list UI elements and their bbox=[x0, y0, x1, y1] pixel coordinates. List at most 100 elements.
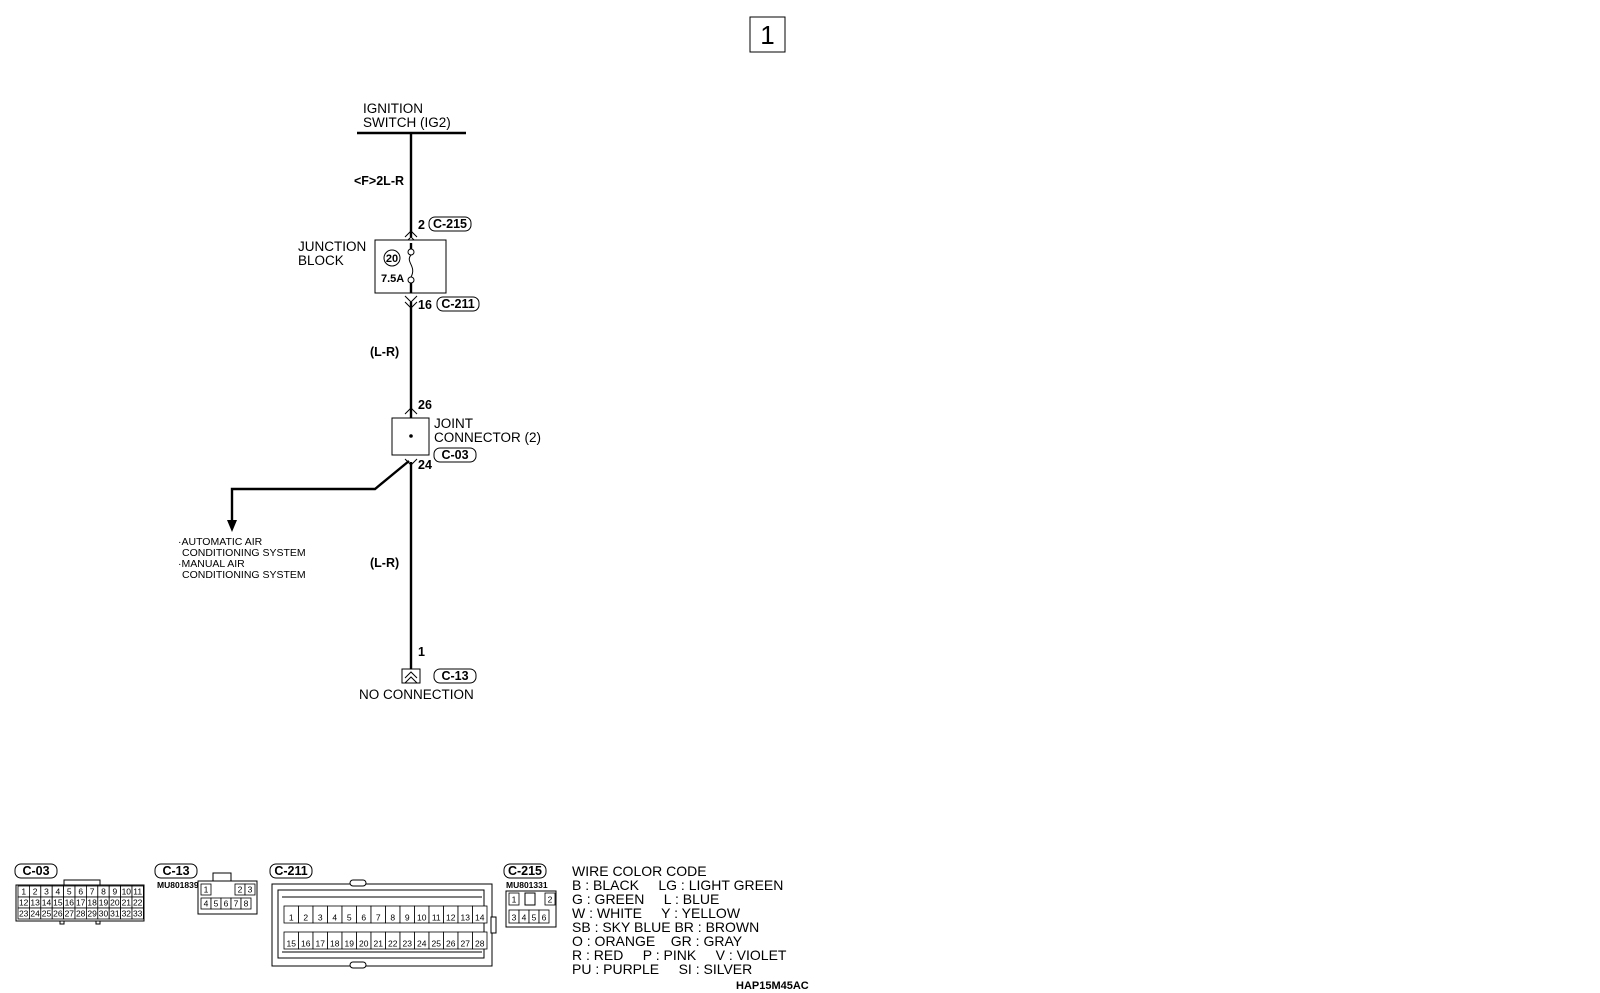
conn-badge-c215 bbox=[428, 216, 472, 232]
pin-number: 13 bbox=[461, 913, 471, 923]
pin-number: 2 bbox=[548, 895, 553, 905]
pin-number: 11 bbox=[133, 887, 142, 897]
legend-line-4: SB : SKY BLUE BR : BROWN bbox=[572, 919, 759, 935]
branch-target-2: CONDITIONING SYSTEM bbox=[182, 547, 306, 559]
pin-number: 1 bbox=[289, 913, 294, 923]
jb-pin-in: 2 bbox=[418, 218, 425, 232]
ignition-label-line2: SWITCH (IG2) bbox=[363, 115, 451, 130]
c13-part: MU801839 bbox=[157, 880, 199, 890]
jc-label-line1: JOINT bbox=[434, 416, 473, 431]
pin-number: 2 bbox=[303, 913, 308, 923]
pin-number: 4 bbox=[332, 913, 337, 923]
pin-number: 26 bbox=[53, 909, 63, 919]
end-label: NO CONNECTION bbox=[359, 687, 474, 702]
pin-number: 17 bbox=[316, 939, 326, 949]
pin-number: 4 bbox=[56, 887, 61, 897]
pin-number: 5 bbox=[532, 913, 537, 923]
pin-number: 10 bbox=[417, 913, 427, 923]
pin-number: 21 bbox=[122, 898, 132, 908]
pin-number: 8 bbox=[244, 899, 249, 909]
pin-number: 18 bbox=[330, 939, 340, 949]
pin-number: 1 bbox=[512, 895, 517, 905]
pin-number: 9 bbox=[405, 913, 410, 923]
legend-title: WIRE COLOR CODE bbox=[572, 863, 707, 879]
jb-label-line2: BLOCK bbox=[298, 253, 344, 268]
wire-top-label: <F>2L-R bbox=[354, 174, 404, 188]
pin-number: 8 bbox=[390, 913, 395, 923]
pin-number: 12 bbox=[446, 913, 456, 923]
pin-number: 9 bbox=[113, 887, 118, 897]
branch-target-1: ·AUTOMATIC AIR bbox=[178, 536, 263, 548]
end-conn: C-13 bbox=[441, 669, 468, 683]
pin-number: 13 bbox=[30, 898, 40, 908]
pin-cell bbox=[544, 892, 556, 906]
page-number: 1 bbox=[760, 20, 774, 50]
pin-number: 16 bbox=[65, 898, 75, 908]
pin-number: 2 bbox=[33, 887, 38, 897]
page-number-box: 1 bbox=[749, 16, 786, 53]
fuse-number: 20 bbox=[386, 253, 398, 265]
pin-number: 5 bbox=[67, 887, 72, 897]
wire-low-label: (L-R) bbox=[370, 556, 399, 570]
pin-number: 5 bbox=[214, 899, 219, 909]
branch-target-3: ·MANUAL AIR bbox=[178, 558, 245, 570]
jb-conn-in: C-215 bbox=[433, 217, 467, 231]
c215-label: C-215 bbox=[508, 864, 542, 878]
pin-cell bbox=[240, 897, 252, 910]
pin-number: 6 bbox=[542, 913, 547, 923]
pin-number: 6 bbox=[224, 899, 229, 909]
pin-number: 5 bbox=[347, 913, 352, 923]
jc-pin-in: 26 bbox=[418, 398, 432, 412]
pin-number: 20 bbox=[359, 939, 369, 949]
junction-block: JUNCTION BLOCK 20 7.5A bbox=[298, 239, 447, 294]
wire-branch bbox=[230, 460, 410, 524]
ignition-label-line1: IGNITION bbox=[363, 101, 423, 116]
fuse-number-circle bbox=[383, 249, 401, 267]
pin-number: 27 bbox=[461, 939, 471, 949]
pin-number: 4 bbox=[522, 913, 527, 923]
pin-number: 7 bbox=[90, 887, 95, 897]
fuse-rating: 7.5A bbox=[381, 273, 404, 285]
ignition-switch: IGNITION SWITCH (IG2) bbox=[357, 101, 466, 135]
pin-cell bbox=[472, 931, 488, 950]
pin-number: 18 bbox=[87, 898, 97, 908]
c215-part: MU801331 bbox=[506, 880, 548, 890]
pin-number: 23 bbox=[19, 909, 29, 919]
pin-number: 15 bbox=[53, 898, 63, 908]
pin-number: 19 bbox=[345, 939, 355, 949]
terminal-end bbox=[401, 668, 421, 684]
pin-number: 26 bbox=[446, 939, 456, 949]
end-pin: 1 bbox=[418, 645, 425, 659]
pin-number: 29 bbox=[87, 909, 97, 919]
pin-number: 31 bbox=[110, 909, 120, 919]
pin-number: 15 bbox=[287, 939, 297, 949]
connector-arrow-icon bbox=[404, 671, 418, 684]
pin-number: 10 bbox=[122, 887, 132, 897]
jc-label-line2: CONNECTOR (2) bbox=[434, 430, 541, 445]
pin-number: 14 bbox=[42, 898, 52, 908]
pin-cell bbox=[472, 905, 488, 924]
pin-number: 22 bbox=[133, 898, 143, 908]
c13-label: C-13 bbox=[162, 864, 189, 878]
legend-line-5: O : ORANGE GR : GRAY bbox=[572, 933, 743, 949]
jb-pin-out: 16 bbox=[418, 298, 432, 312]
pin-number: 28 bbox=[475, 939, 485, 949]
legend-line-6: R : RED P : PINK V : VIOLET bbox=[572, 947, 787, 963]
pin-number: 21 bbox=[374, 939, 384, 949]
pin-number: 7 bbox=[234, 899, 239, 909]
jb-conn-out: C-211 bbox=[441, 297, 474, 311]
pin-number: 7 bbox=[376, 913, 381, 923]
pin-number: 4 bbox=[204, 899, 209, 909]
legend-line-2: G : GREEN L : BLUE bbox=[572, 891, 719, 907]
conn-badge-c03 bbox=[433, 447, 477, 463]
jc-pin-out: 24 bbox=[418, 458, 432, 472]
c211-label: C-211 bbox=[274, 864, 307, 878]
fuse-icon bbox=[408, 254, 414, 278]
pin-number: 1 bbox=[204, 885, 209, 895]
pin-number: 24 bbox=[417, 939, 427, 949]
arrow-down-icon bbox=[227, 520, 237, 532]
